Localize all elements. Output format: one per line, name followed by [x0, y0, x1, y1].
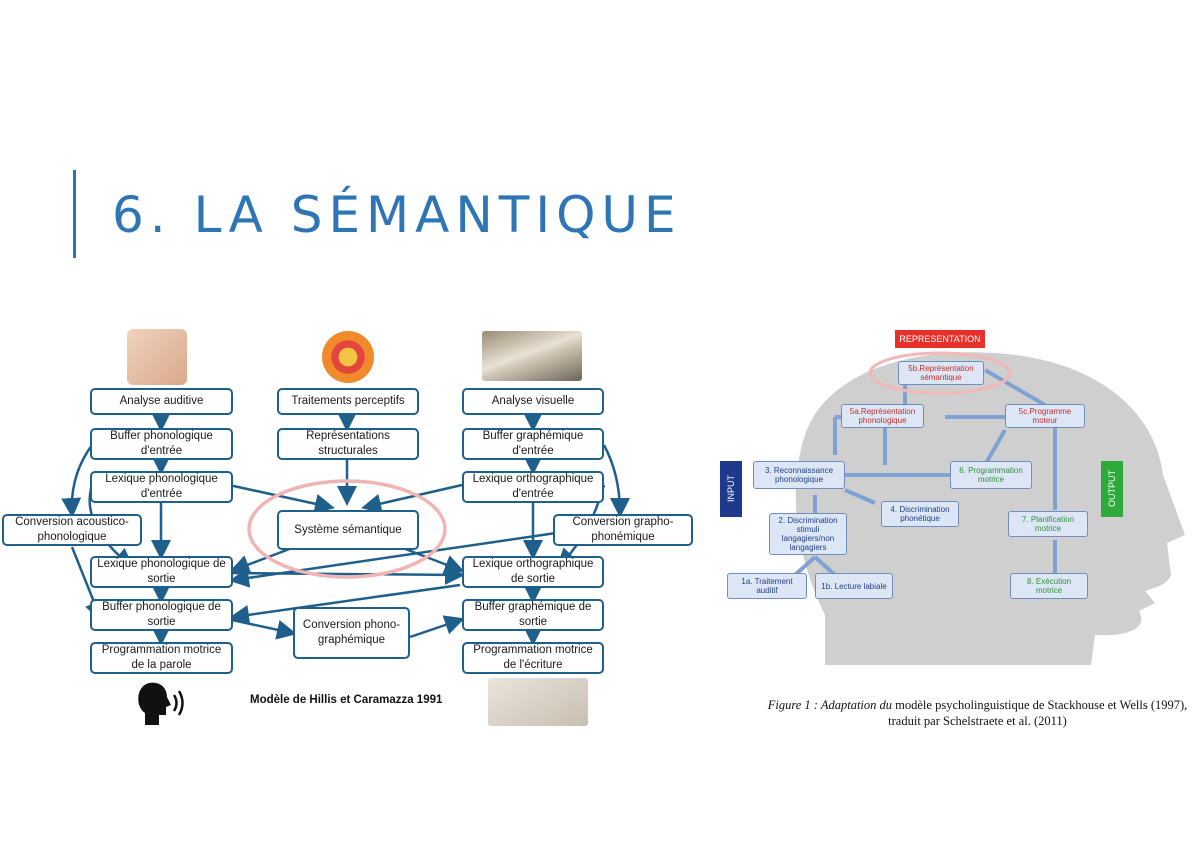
box-lexique-orthographique-entree: Lexique orthographique d'entrée [462, 471, 604, 503]
box-lexique-phonologique-entree: Lexique phonologique d'entrée [90, 471, 233, 503]
input-label: INPUT [720, 461, 742, 517]
slide-title: 6. LA SÉMANTIQUE [112, 186, 682, 244]
perception-objects-picture [322, 331, 374, 383]
box-lexique-phonologique-sortie: Lexique phonologique de sortie [90, 556, 233, 588]
box-buffer-phonologique-entree: Buffer phonologique d'entrée [90, 428, 233, 460]
figure-caption: Figure 1 : Adaptation du modèle psycholi… [755, 697, 1200, 729]
speaking-head-icon [138, 682, 184, 725]
open-book-photo [482, 331, 582, 381]
box-1b-lecture-labiale: 1b. Lecture labiale [815, 573, 893, 599]
box-2-discrimination-stimuli: 2. Discrimination stimuli langagiers/non… [769, 513, 847, 555]
box-buffer-graphemique-entree: Buffer graphémique d'entrée [462, 428, 604, 460]
box-1a-traitement-auditif: 1a. Traitement auditif [727, 573, 807, 599]
figure-caption-italic: Figure 1 : Adaptation du [767, 698, 893, 712]
box-buffer-graphemique-sortie: Buffer graphémique de sortie [462, 599, 604, 631]
hillis-caramazza-diagram: Analyse auditive Traitements perceptifs … [0, 325, 700, 735]
box-7-planification-motrice: 7. Planification motrice [1008, 511, 1088, 537]
ear-listening-photo [127, 329, 187, 385]
diagram-caption: Modèle de Hillis et Caramazza 1991 [250, 694, 443, 706]
box-6-programmation-motrice: 6. Programmation motrice [950, 461, 1032, 489]
box-analyse-visuelle: Analyse visuelle [462, 388, 604, 415]
box-buffer-phonologique-sortie: Buffer phonologique de sortie [90, 599, 233, 631]
box-3-reconnaissance-phonologique: 3. Reconnaissance phonologique [753, 461, 845, 489]
box-programmation-motrice-parole: Programmation motrice de la parole [90, 642, 233, 674]
box-5a-representation-phonologique: 5a.Représentation phonologique [841, 404, 924, 428]
box-representations-structurales: Représentations structurales [277, 428, 419, 460]
box-conversion-phono-graphemique: Conversion phono-graphémique [293, 607, 410, 659]
figure-caption-line2: traduit par Schelstraete et al. (2011) [888, 714, 1067, 728]
box-4-discrimination-phonetique: 4. Discrimination phonétique [881, 501, 959, 527]
box-systeme-semantique: Système sémantique [277, 510, 419, 550]
box-5c-programme-moteur: 5c.Programme moteur [1005, 404, 1085, 428]
output-label: OUTPUT [1101, 461, 1123, 517]
box-8-execution-motrice: 8. Exécution motrice [1010, 573, 1088, 599]
representation-label: REPRESENTATION [895, 330, 985, 348]
box-conversion-acoustico-phonologique: Conversion acoustico-phonologique [2, 514, 142, 546]
figure-caption-rest: modèle psycholinguistique de Stackhouse … [892, 698, 1188, 712]
box-analyse-auditive: Analyse auditive [90, 388, 233, 415]
box-5b-representation-semantique: 5b.Représentation sémantique [898, 361, 984, 385]
box-traitements-perceptifs: Traitements perceptifs [277, 388, 419, 415]
box-lexique-orthographique-sortie: Lexique orthographique de sortie [462, 556, 604, 588]
box-conversion-grapho-phonemique: Conversion grapho-phonémique [553, 514, 693, 546]
title-accent-bar [73, 170, 76, 258]
writing-hand-photo [488, 678, 588, 726]
stackhouse-wells-figure: REPRESENTATION INPUT OUTPUT 5b.Représent… [715, 325, 1200, 665]
box-programmation-motrice-ecriture: Programmation motrice de l'écriture [462, 642, 604, 674]
